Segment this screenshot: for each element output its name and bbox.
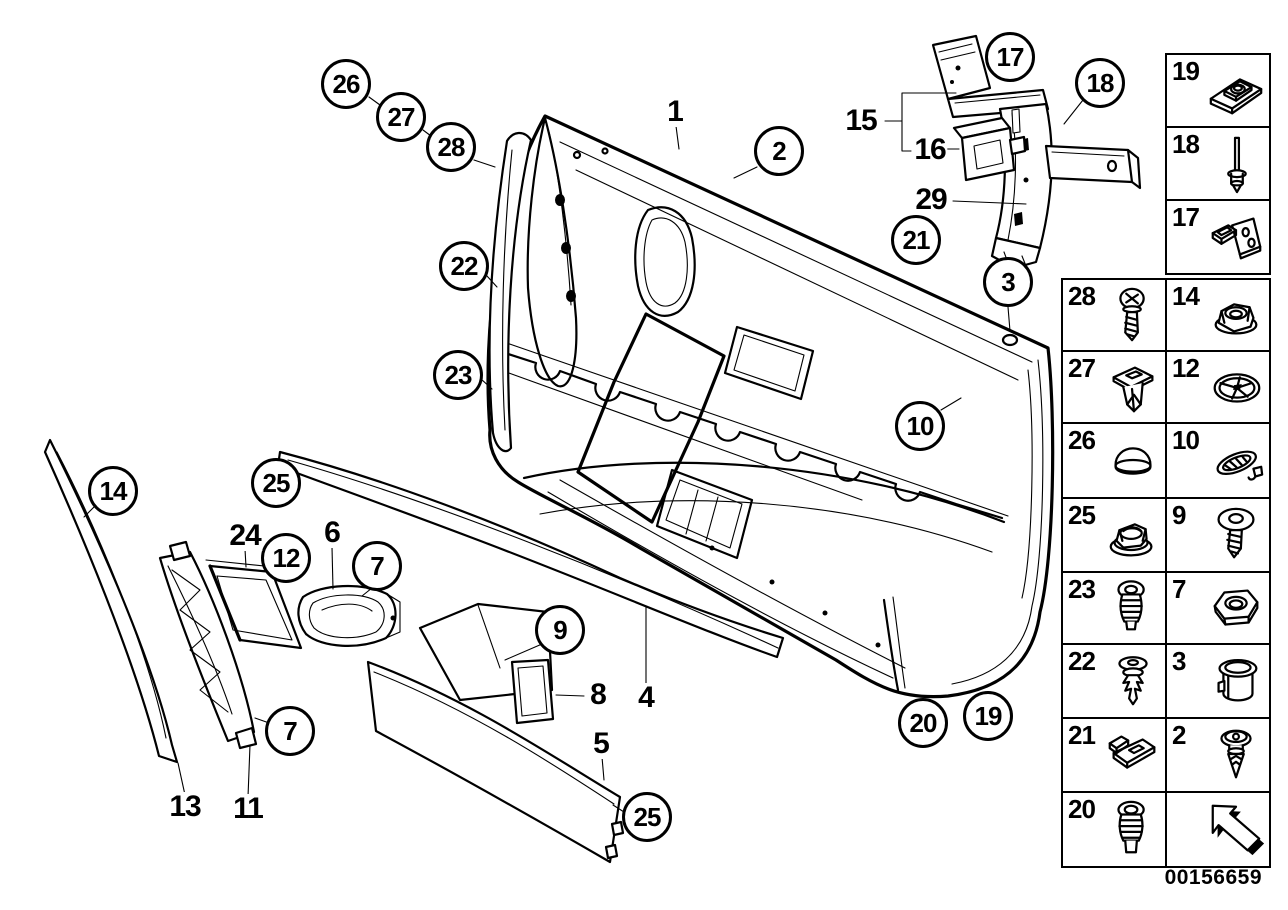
legend-cell-22[interactable]: 22 <box>1061 643 1168 720</box>
legend-item-number: 23 <box>1068 574 1096 604</box>
clip-nut-icon <box>1205 59 1267 123</box>
flange-nut-icon <box>1205 283 1267 347</box>
callout-18[interactable]: 18 <box>1075 58 1125 108</box>
label-6[interactable]: 6 <box>322 516 342 549</box>
callout-23[interactable]: 23 <box>433 350 483 400</box>
legend-cell-27[interactable]: 27 <box>1061 350 1168 425</box>
legend-cell-19[interactable]: 19 <box>1165 53 1271 129</box>
sail-panel <box>488 131 533 453</box>
callout-22[interactable]: 22 <box>439 241 489 291</box>
legend-cell-14[interactable]: 14 <box>1165 278 1271 353</box>
label-29[interactable]: 29 <box>913 183 949 216</box>
torx-screw-large-icon <box>1102 797 1164 861</box>
legend-cell-28[interactable]: 28 <box>1061 278 1168 353</box>
callout-3[interactable]: 3 <box>983 257 1033 307</box>
legend-cell-17[interactable]: 17 <box>1165 199 1271 275</box>
trim-strip-13 <box>43 438 179 764</box>
expanding-nut-icon <box>1102 355 1164 419</box>
torx-screw-icon <box>1102 576 1164 640</box>
label-16[interactable]: 16 <box>912 133 948 166</box>
socket-grommet-icon <box>1205 649 1267 713</box>
legend-cell-7[interactable]: 7 <box>1165 571 1271 646</box>
legend-cell-9[interactable]: 9 <box>1165 497 1271 574</box>
legend-item-number: 27 <box>1068 353 1096 383</box>
reference-arrow-icon <box>1205 797 1267 861</box>
door-trim-panel <box>486 114 1055 699</box>
diagram-part-number: 00156659 <box>1164 866 1262 889</box>
angle-bracket-icon <box>1205 205 1267 269</box>
callout-26[interactable]: 26 <box>321 59 371 109</box>
phillips-screw-icon <box>1102 283 1164 347</box>
legend-item-number: 17 <box>1172 202 1200 232</box>
callout-28[interactable]: 28 <box>426 122 476 172</box>
expanding-clip-icon <box>1205 723 1267 787</box>
callout-9[interactable]: 9 <box>535 605 585 655</box>
callout-12[interactable]: 12 <box>261 533 311 583</box>
oval-cover-icon <box>1205 429 1267 493</box>
legend-item-number: 9 <box>1172 500 1187 530</box>
callout-14[interactable]: 14 <box>88 466 138 516</box>
callout-10[interactable]: 10 <box>895 401 945 451</box>
legend-item-number: 14 <box>1172 281 1200 311</box>
label-8[interactable]: 8 <box>588 678 608 711</box>
legend-cell-arrow[interactable] <box>1165 791 1271 868</box>
label-5[interactable]: 5 <box>591 727 611 760</box>
callout-20[interactable]: 20 <box>898 698 948 748</box>
legend-cell-25[interactable]: 25 <box>1061 497 1168 574</box>
label-24[interactable]: 24 <box>227 519 263 552</box>
label-15[interactable]: 15 <box>843 104 879 137</box>
legend-item-number: 19 <box>1172 56 1200 86</box>
legend-item-number: 10 <box>1172 425 1200 455</box>
legend-item-number: 7 <box>1172 574 1187 604</box>
legend-cell-2[interactable]: 2 <box>1165 717 1271 794</box>
legend-item-number: 22 <box>1068 646 1096 676</box>
callout-2[interactable]: 2 <box>754 126 804 176</box>
legend-cell-3[interactable]: 3 <box>1165 643 1271 720</box>
slide-clip-icon <box>1102 723 1164 787</box>
legend-item-number: 20 <box>1068 794 1096 824</box>
callout-25[interactable]: 25 <box>251 458 301 508</box>
legend-cell-18[interactable]: 18 <box>1165 126 1271 202</box>
callout-17[interactable]: 17 <box>985 32 1035 82</box>
callout-21[interactable]: 21 <box>891 215 941 265</box>
cap-plug-icon <box>1102 429 1164 493</box>
callout-7[interactable]: 7 <box>352 541 402 591</box>
callout-25[interactable]: 25 <box>622 792 672 842</box>
rivet-pin-icon <box>1205 132 1267 196</box>
mount-bracket-assembly <box>931 34 1142 270</box>
spoke-washer-icon <box>1205 355 1267 419</box>
trim-strip-4 <box>276 450 785 659</box>
callout-7[interactable]: 7 <box>265 706 315 756</box>
pocket-trim-5 <box>366 660 625 864</box>
legend-item-number: 21 <box>1068 720 1096 750</box>
hex-nut-icon <box>1205 576 1267 640</box>
carrier-bracket-11 <box>158 540 258 750</box>
label-11[interactable]: 11 <box>231 792 265 825</box>
legend-item-number: 12 <box>1172 353 1200 383</box>
plastic-nut-icon <box>1102 503 1164 567</box>
legend-item-number: 26 <box>1068 425 1096 455</box>
washer-screw-icon <box>1205 503 1267 567</box>
label-13[interactable]: 13 <box>167 790 203 823</box>
legend-item-number: 25 <box>1068 500 1096 530</box>
callout-19[interactable]: 19 <box>963 691 1013 741</box>
label-1[interactable]: 1 <box>665 95 685 128</box>
legend-item-number: 18 <box>1172 129 1200 159</box>
legend-cell-23[interactable]: 23 <box>1061 571 1168 646</box>
legend-cell-12[interactable]: 12 <box>1165 350 1271 425</box>
pad-8 <box>510 658 555 725</box>
legend-cell-21[interactable]: 21 <box>1061 717 1168 794</box>
leader-lines <box>83 92 1084 813</box>
callout-27[interactable]: 27 <box>376 92 426 142</box>
legend-item-number: 3 <box>1172 646 1187 676</box>
legend-cell-20[interactable]: 20 <box>1061 791 1168 868</box>
label-4[interactable]: 4 <box>636 681 656 714</box>
legend-item-number: 2 <box>1172 720 1187 750</box>
legend-cell-26[interactable]: 26 <box>1061 422 1168 500</box>
door-pull-handle-6 <box>297 585 401 647</box>
legend-item-number: 28 <box>1068 281 1096 311</box>
legend-cell-10[interactable]: 10 <box>1165 422 1271 500</box>
expanding-rivet-icon <box>1102 649 1164 713</box>
